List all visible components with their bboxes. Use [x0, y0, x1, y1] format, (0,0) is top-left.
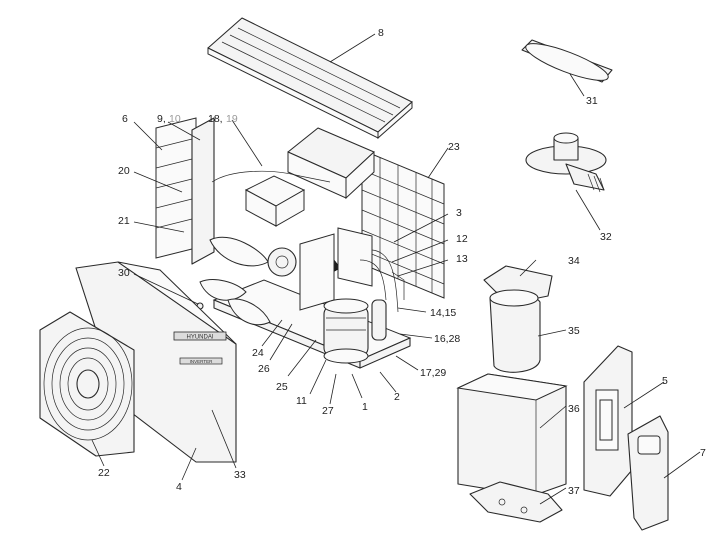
callout-11: 11 — [296, 395, 307, 407]
part-control-box — [287, 127, 375, 200]
callout-14-15: 14,15 — [430, 307, 456, 319]
callout-37: 37 — [568, 485, 580, 497]
part-4-front-panel: HYUNDAI INVERTER — [75, 261, 237, 463]
part-31-cap — [521, 39, 613, 83]
callout-4: 4 — [176, 481, 182, 493]
part-37-bottom-pad — [469, 481, 563, 523]
callout-34: 34 — [568, 255, 580, 267]
part-8-top-cover — [207, 17, 413, 140]
callout-20: 20 — [118, 165, 130, 177]
callout-24: 24 — [252, 347, 264, 359]
brand-plate — [173, 331, 227, 341]
part-36-compressor-jacket — [456, 373, 568, 497]
callout-8: 8 — [378, 27, 384, 39]
callout-25: 25 — [276, 381, 288, 393]
part-5-service-panel — [583, 345, 633, 497]
callout-18: 18, — [208, 113, 223, 125]
leader-lines — [91, 33, 701, 505]
callout-31: 31 — [586, 95, 598, 107]
callout-23: 23 — [448, 141, 460, 153]
callout-10: 10 — [169, 113, 181, 125]
callout-9: 9, — [157, 113, 166, 125]
part-compressor — [323, 249, 405, 364]
callout-13: 13 — [456, 253, 468, 265]
callout-22: 22 — [98, 467, 110, 479]
model-plate — [179, 357, 223, 365]
part-23-rear-grille — [361, 149, 445, 299]
callout-6: 6 — [122, 113, 128, 125]
callout-17-29: 17,29 — [420, 367, 446, 379]
part-32-drain-elbow — [525, 132, 607, 193]
callout-7: 7 — [700, 447, 706, 459]
part-22-fan-guard — [39, 311, 135, 457]
callout-27: 27 — [322, 405, 334, 417]
part-7-valve-cover — [627, 415, 669, 531]
callout-33: 33 — [234, 469, 246, 481]
part-9-10-side-panel — [191, 117, 215, 265]
callout-labels: 8 31 32 23 6 9, 10 18, 19 20 21 3 12 13 … — [98, 27, 706, 497]
callout-16-28: 16,28 — [434, 333, 460, 345]
callout-3: 3 — [456, 207, 462, 219]
callout-36: 36 — [568, 403, 580, 415]
part-35-insulation-sleeve — [489, 289, 541, 373]
callout-12: 12 — [456, 233, 468, 245]
model-plate-text: INVERTER — [190, 359, 213, 364]
callout-35: 35 — [568, 325, 580, 337]
part-heat-sink — [299, 227, 373, 311]
callout-1: 1 — [362, 401, 368, 413]
callout-19: 19 — [226, 113, 238, 125]
callout-21: 21 — [118, 215, 130, 227]
part-6-side-grille — [155, 117, 197, 259]
callout-26: 26 — [258, 363, 270, 375]
callout-30: 30 — [118, 267, 130, 279]
callout-32: 32 — [600, 231, 612, 243]
brand-plate-text: HYUNDAI — [186, 335, 213, 341]
part-fan-blade — [199, 236, 297, 326]
callout-5: 5 — [662, 375, 668, 387]
callout-2: 2 — [394, 391, 400, 403]
